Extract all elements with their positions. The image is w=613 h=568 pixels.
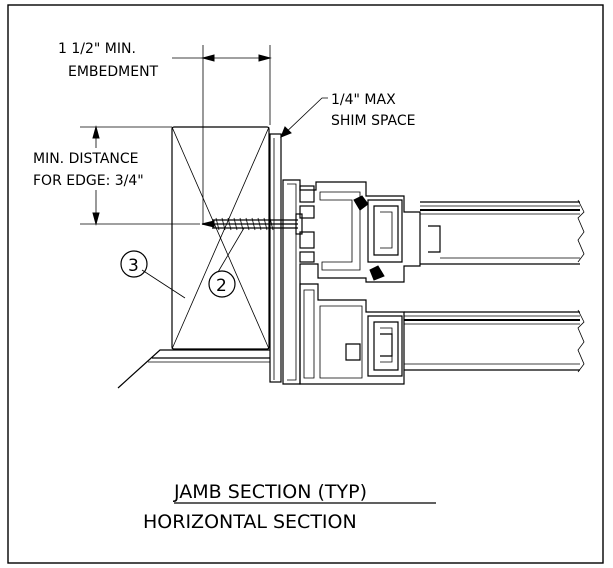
glazing-lower <box>404 309 585 373</box>
edge-label-line1: MIN. DISTANCE <box>33 151 139 167</box>
edge-label-line2: FOR EDGE: 3/4" <box>33 173 144 189</box>
shim-space-leader <box>280 97 328 138</box>
edge-distance-dimension <box>80 125 200 226</box>
section-title: JAMB SECTION (TYP) <box>173 481 367 503</box>
glazing-upper <box>420 199 585 265</box>
callout-2-number: 2 <box>216 276 227 296</box>
wood-buck <box>171 126 270 350</box>
callout-3 <box>120 250 186 299</box>
window-frame-extrusion <box>282 179 441 385</box>
shim-label-line2: SHIM SPACE <box>331 113 415 129</box>
shim-space <box>269 133 282 383</box>
fastener-screw <box>201 213 303 235</box>
embedment-dimension <box>172 45 272 225</box>
drawing-border <box>7 4 604 564</box>
callout-2 <box>208 227 245 298</box>
embedment-label-line1: 1 1/2" MIN. <box>58 41 136 57</box>
shim-label-line1: 1/4" MAX <box>331 92 396 108</box>
section-subtitle: HORIZONTAL SECTION <box>143 511 357 533</box>
masonry-substrate <box>117 349 270 389</box>
callout-3-number: 3 <box>128 256 139 276</box>
embedment-label-line2: EMBEDMENT <box>68 64 159 80</box>
